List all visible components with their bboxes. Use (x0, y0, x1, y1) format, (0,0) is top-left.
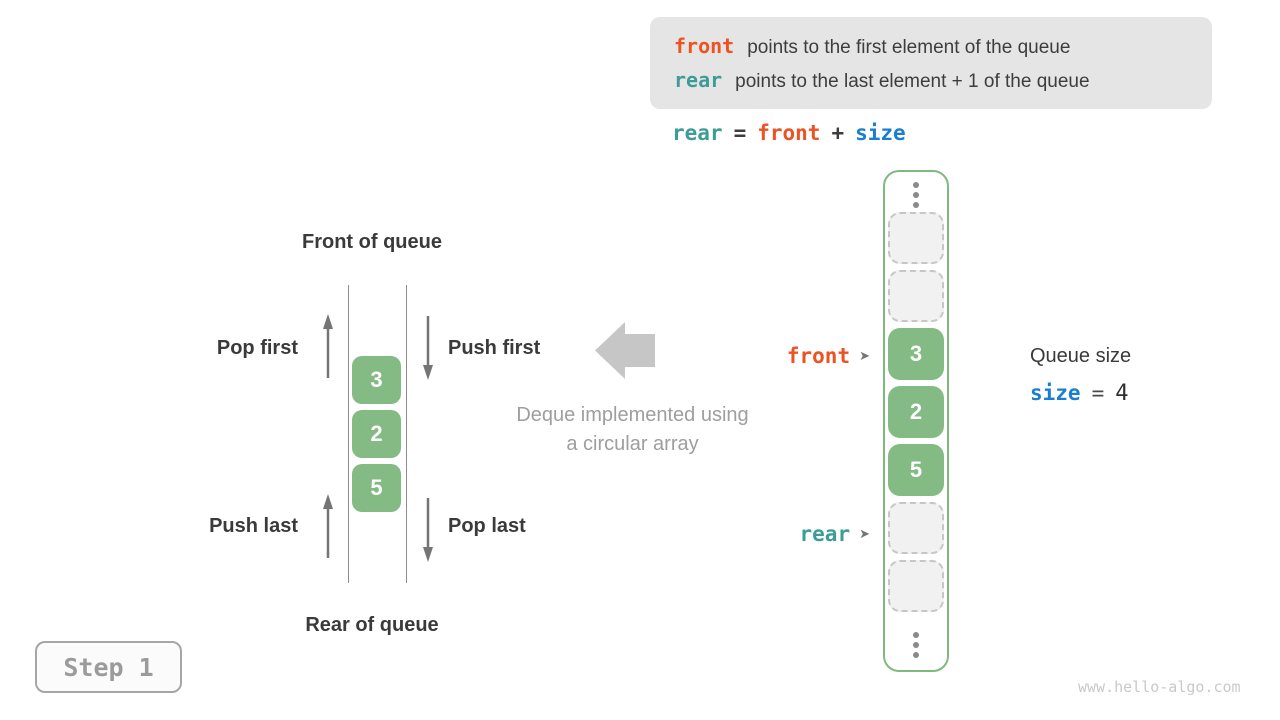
channel-cell-3: 3 (352, 356, 401, 404)
rear-pointer: rear ➤ (710, 522, 870, 546)
pop-last-label: Pop last (448, 515, 526, 537)
left-block-arrow-icon (595, 322, 655, 379)
rear-of-queue-label: Rear of queue (305, 614, 439, 636)
front-keyword: front (674, 33, 735, 58)
formula-plus: + (831, 121, 845, 145)
front-of-queue-label: Front of queue (302, 231, 442, 253)
formula-rear: rear (672, 121, 723, 145)
rear-formula: rear = front + size (672, 121, 906, 145)
array-empty-slot-3 (888, 502, 944, 554)
step-badge: Step 1 (35, 641, 182, 693)
array-cell-2: 2 (888, 386, 944, 438)
front-definition-text: points to the first element of the queue (747, 36, 1071, 58)
caption-line-1: Deque implemented using (516, 404, 749, 426)
size-value: 4 (1115, 381, 1129, 406)
pop-first-up-arrow-icon (323, 314, 333, 378)
caption-line-2: a circular array (566, 433, 699, 455)
rear-keyword: rear (674, 67, 723, 92)
formula-equals: = (733, 121, 747, 145)
array-empty-slot-2 (888, 270, 944, 322)
front-pointer: front ➤ (710, 344, 870, 368)
channel-cell-2: 2 (352, 410, 401, 458)
queue-size-label: Queue size (1030, 345, 1132, 367)
front-definition-line: front points to the first element of the… (674, 34, 1212, 59)
channel-cell-5: 5 (352, 464, 401, 512)
formula-size: size (855, 121, 906, 145)
rear-definition-line: rear points to the last element + 1 of t… (674, 68, 1212, 93)
push-first-label: Push first (448, 337, 541, 359)
watermark: www.hello-algo.com (1078, 678, 1241, 696)
size-equals: = (1091, 381, 1105, 405)
array-cell-3: 3 (888, 328, 944, 380)
formula-front: front (757, 121, 821, 145)
size-variable: size (1030, 381, 1081, 405)
push-first-down-arrow-icon (423, 316, 433, 380)
front-pointer-arrow-icon: ➤ (859, 348, 870, 364)
rear-pointer-arrow-icon: ➤ (859, 526, 870, 542)
queue-size-equation: size = 4 (1030, 381, 1128, 406)
push-last-up-arrow-icon (323, 494, 333, 558)
push-last-label: Push last (209, 515, 298, 537)
rear-definition-text: points to the last element + 1 of the qu… (735, 70, 1090, 92)
pop-first-label: Pop first (216, 337, 298, 359)
center-caption: Deque implemented using a circular array (490, 401, 775, 459)
array-empty-slot-4 (888, 560, 944, 612)
array-empty-slot-1 (888, 212, 944, 264)
pop-last-down-arrow-icon (423, 498, 433, 562)
rear-pointer-label: rear (799, 522, 851, 546)
channel-right-line (406, 285, 407, 583)
ellipsis-top-icon (913, 182, 919, 208)
ellipsis-bottom-icon (913, 632, 919, 658)
channel-left-line (348, 285, 349, 583)
pointer-definitions-box: front points to the first element of the… (650, 17, 1212, 109)
front-pointer-label: front (786, 344, 851, 368)
array-cell-5: 5 (888, 444, 944, 496)
